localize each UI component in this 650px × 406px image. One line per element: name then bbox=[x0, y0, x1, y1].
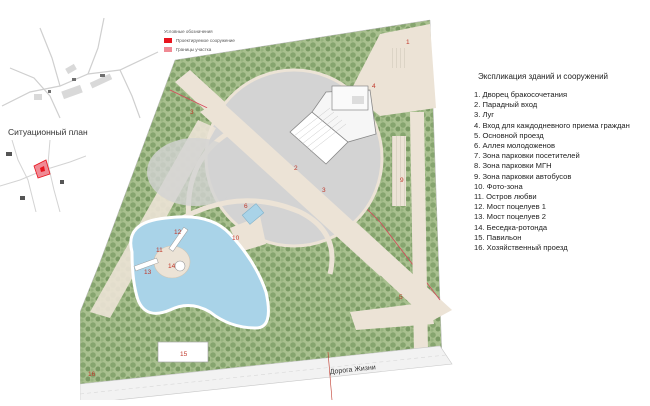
road-label: Дорога Жизни bbox=[329, 364, 376, 376]
legend-title-text: Условные обозначения bbox=[164, 29, 213, 34]
parking-right bbox=[392, 136, 406, 206]
explication-item: 1. Дворец бракосочетания bbox=[474, 90, 568, 99]
plan-label-13: 13 bbox=[144, 269, 152, 276]
pavilion bbox=[157, 341, 209, 363]
legend-title: Условные обозначения bbox=[164, 27, 274, 36]
explication-item: 6. Аллея молодоженов bbox=[474, 141, 555, 151]
explication-item: 3. Луг bbox=[474, 110, 495, 120]
road bbox=[79, 345, 453, 405]
legend-item-boundary: Границы участка bbox=[164, 45, 274, 54]
explication-item: 14. Беседка-ротонда bbox=[474, 222, 548, 232]
explication-item: 15. Павильон bbox=[474, 232, 522, 242]
service-drive-right bbox=[410, 112, 428, 354]
explication-item: 13. Мост поцелуев 2 bbox=[474, 212, 546, 222]
situational-map bbox=[0, 8, 160, 120]
explication-item: 5. Основной проезд bbox=[474, 130, 544, 140]
plan-label-9: 9 bbox=[400, 177, 404, 184]
explication-item: 12. Мост поцелуев 1 bbox=[474, 202, 546, 212]
explication-item: 9. Зона парковки автобусов bbox=[474, 171, 572, 181]
plan-label-4: 4 bbox=[372, 83, 376, 90]
legend-item-building: Проектируемое сооружение bbox=[164, 36, 274, 45]
situational-legend: Условные обозначения Проектируемое соору… bbox=[164, 27, 274, 67]
master-plan: 1 2 3 3 4 5 6 9 10 11 12 13 14 15 16 Дор… bbox=[79, 12, 455, 405]
plan-label-12: 12 bbox=[174, 229, 182, 236]
rotunda bbox=[174, 260, 186, 272]
explication-item: 8. Зона парковки МГН bbox=[474, 161, 552, 171]
bridge-2 bbox=[133, 257, 159, 272]
explication-item: 11. Остров любви bbox=[474, 192, 537, 202]
explication-item: 7. Зона парковки посетителей bbox=[474, 151, 580, 161]
parking-top bbox=[390, 48, 408, 68]
explication-title: Экспликация зданий и сооружений bbox=[478, 72, 609, 81]
bridge-1 bbox=[168, 226, 189, 252]
situational-plan-title: Ситуационный план bbox=[8, 127, 88, 137]
legend-swatch bbox=[164, 47, 172, 52]
plan-label-16: 16 bbox=[88, 371, 96, 378]
explication-item: 16. Хозяйственный проезд bbox=[474, 243, 568, 253]
pond bbox=[129, 215, 270, 330]
situational-map-detail bbox=[0, 139, 87, 213]
plan-label-3a: 3 bbox=[322, 187, 326, 194]
legend-label: Границы участка bbox=[176, 47, 212, 52]
plan-label-2: 2 bbox=[294, 165, 298, 172]
entrance-plaza bbox=[350, 24, 436, 116]
explication-item: 10. Фото-зона bbox=[474, 181, 523, 191]
plan-label-3b: 3 bbox=[190, 109, 194, 116]
plan-label-10: 10 bbox=[232, 235, 240, 242]
plan-label-15: 15 bbox=[180, 351, 188, 358]
plan-label-11: 11 bbox=[156, 247, 163, 254]
explication-item: 4. Вход для каждодневного приема граждан bbox=[474, 120, 630, 130]
explication-item: 2. Парадный вход bbox=[474, 100, 538, 110]
explication-legend: Экспликация зданий и сооружений 1. Дворе… bbox=[474, 72, 646, 253]
plan-label-6: 6 bbox=[244, 203, 248, 210]
plan-label-5: 5 bbox=[399, 294, 403, 301]
plan-label-14: 14 bbox=[168, 263, 176, 270]
legend-swatch bbox=[164, 38, 172, 43]
fountain bbox=[241, 203, 265, 225]
legend-label: Проектируемое сооружение bbox=[176, 38, 235, 43]
explication-list: 1. Дворец бракосочетания 2. Парадный вхо… bbox=[474, 90, 646, 253]
wedding-palace bbox=[289, 85, 377, 165]
plan-label-1: 1 bbox=[406, 39, 410, 46]
